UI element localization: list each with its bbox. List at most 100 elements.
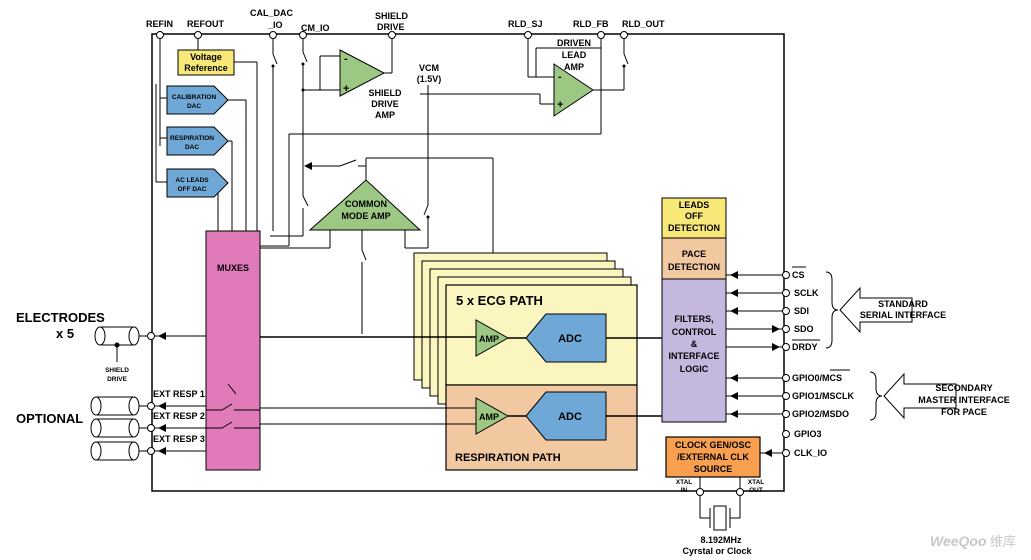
resp-connector-2 [90, 418, 140, 438]
ext-resp-1: EXT RESP 1 [153, 389, 205, 399]
respiration-path: AMP ADC RESPIRATION PATH [445, 384, 638, 471]
std-text-1: STANDARD [878, 299, 928, 309]
xtal-in-1: XTAL [676, 479, 693, 486]
resp-dac-text-2: DAC [185, 144, 199, 151]
pin-dot [194, 31, 202, 39]
driven-lead-amp: - + DRIVEN LEAD AMP [553, 38, 594, 117]
resp-connector-1 [90, 396, 140, 416]
voltage-reference: Voltage Reference [177, 49, 235, 76]
pin-rld-out: RLD_OUT [622, 19, 665, 29]
xtal-freq: 8.192MHz [700, 535, 742, 545]
top-pins: REFIN REFOUT CAL_DAC _IO CM_IO SHIELD DR… [146, 8, 665, 39]
shield-amp-text-1: SHIELD [368, 88, 402, 98]
filters-text-4: INTERFACE [668, 351, 719, 361]
pin-gpio0: GPIO0/MCS [792, 373, 842, 383]
chip-outline [151, 33, 785, 492]
resp-amp-text: AMP [479, 412, 499, 422]
filters-text-2: CONTROL [672, 327, 717, 337]
shield-amp-text-3: AMP [375, 110, 395, 120]
pin-cs: CS [792, 270, 805, 280]
driven-text-3: AMP [564, 62, 584, 72]
crystal-section: XTAL IN XTAL OUT 8.192MHz Cyrstal or Clo… [676, 477, 764, 556]
vref-text-1: Voltage [190, 52, 222, 62]
electrodes-label: ELECTRODES [16, 310, 105, 325]
ecg-path-title: 5 x ECG PATH [456, 293, 543, 308]
ext-resp-2: EXT RESP 2 [153, 411, 205, 421]
sec-text-2: MASTER INTERFACE [918, 395, 1010, 405]
resp-amp [475, 397, 510, 435]
ecg-adc-text: ADC [558, 333, 582, 345]
minus-sign: - [558, 71, 562, 83]
leads-text-2: OFF [685, 211, 703, 221]
pin-rld-fb: RLD_FB [573, 19, 609, 29]
ac-leads-off-dac: AC LEADS OFF DAC [166, 168, 229, 198]
pin-gpio1: GPIO1/MSCLK [792, 391, 855, 401]
pace-text-2: DETECTION [668, 262, 720, 272]
filters-text-5: LOGIC [680, 364, 709, 374]
pin-refout: REFOUT [187, 19, 225, 29]
crystal-icon [713, 505, 727, 531]
xtal-type: Cyrstal or Clock [682, 546, 752, 556]
clk-text-1: CLOCK GEN/OSC [675, 440, 752, 450]
right-pins: CS SCLK SDI SDO DRDY GPIO0/MCS GPIO1/MSC… [726, 266, 855, 458]
resp-path-title: RESPIRATION PATH [455, 452, 561, 464]
pin-dot [269, 31, 277, 39]
ecg-path-stack: 5 x ECG PATH AMP ADC [413, 252, 638, 405]
vcm-text-2: (1.5V) [417, 74, 442, 84]
cal-dac-text-2: DAC [187, 103, 201, 110]
pin-cm-io: CM_IO [301, 23, 330, 33]
sec-text-3: FOR PACE [941, 407, 987, 417]
pin-dot [620, 31, 628, 39]
minus-sign: - [344, 53, 348, 65]
resp-adc-text: ADC [558, 411, 582, 423]
signal-wires [260, 336, 662, 425]
watermark-cn: 维库 [990, 534, 1016, 549]
cal-dac-text-1: CALIBRATION [172, 94, 217, 101]
ac-dac-text-2: OFF DAC [178, 186, 207, 193]
pin-dot [156, 31, 164, 39]
sec-text-1: SECONDARY [935, 383, 992, 393]
resp-dac-text-1: RESPIRATION [170, 135, 214, 142]
xtal-in-2: IN [681, 487, 688, 494]
std-text-2: SERIAL INTERFACE [860, 310, 946, 320]
filters-text-1: FILTERS, [674, 314, 713, 324]
pin-gpio2: GPIO2/MSDO [792, 409, 849, 419]
watermark: WeeQoo 维库 [930, 533, 1016, 549]
pace-text-1: PACE [682, 249, 706, 259]
clk-text-2: /EXTERNAL CLK [677, 452, 749, 462]
calibration-dac: CALIBRATION DAC [166, 85, 229, 115]
driven-text-2: LEAD [562, 50, 587, 60]
pin-gpio3: GPIO3 [794, 429, 822, 439]
pace-detection: PACE DETECTION [661, 237, 727, 280]
cm-amp-text-2: MODE AMP [341, 211, 390, 221]
clock-gen: CLOCK GEN/OSC /EXTERNAL CLK SOURCE [665, 436, 761, 478]
standard-serial-interface: STANDARD SERIAL INTERFACE [825, 271, 946, 349]
electrode-connector [94, 326, 140, 346]
muxes-text: MUXES [217, 263, 249, 273]
pin-clk-io: CLK_IO [794, 448, 827, 458]
resp-connector-3 [90, 441, 140, 461]
left-optional-resp: OPTIONAL EXT RESP 1 EXT RESP 2 [16, 389, 206, 461]
respiration-dac: RESPIRATION DAC [166, 126, 229, 156]
ac-dac-text-1: AC LEADS [175, 177, 209, 184]
pin-rld-sj: RLD_SJ [508, 19, 543, 29]
pin-dot [524, 31, 532, 39]
left-electrodes: ELECTRODES x 5 SHIELD DRIVE [16, 310, 206, 383]
optional-label: OPTIONAL [16, 411, 83, 426]
ecg-amp-text: AMP [479, 334, 499, 344]
vcm-text-1: VCM [419, 63, 439, 73]
xtal-out-2: OUT [749, 487, 763, 494]
pin-cal-dac-1: CAL_DAC [250, 8, 294, 18]
pin-sclk: SCLK [794, 288, 819, 298]
leads-text-3: DETECTION [668, 223, 720, 233]
filters-control-logic: FILTERS, CONTROL & INTERFACE LOGIC [661, 278, 727, 423]
driven-text-1: DRIVEN [557, 38, 591, 48]
pin-shield-1: SHIELD [375, 11, 409, 21]
ext-resp-3: EXT RESP 3 [153, 434, 205, 444]
pin-dot [299, 31, 307, 39]
shield-amp-text-2: DRIVE [371, 99, 399, 109]
pin-sdi: SDI [794, 306, 809, 316]
pin-refin: REFIN [146, 19, 173, 29]
clk-text-3: SOURCE [694, 464, 733, 474]
